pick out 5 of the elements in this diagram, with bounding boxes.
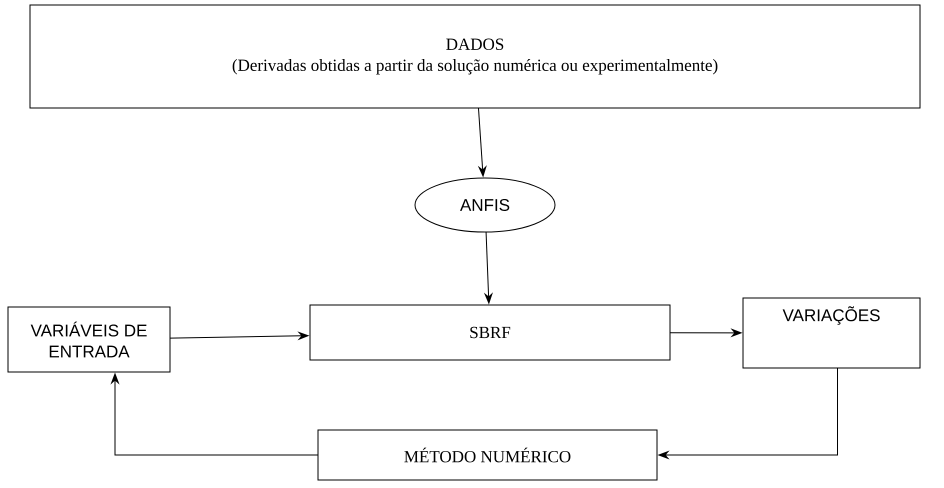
process-box: VARIÁVEIS DE ENTRADA [8, 306, 170, 372]
process-box: MÉTODO NUMÉRICO [318, 430, 658, 480]
process-box: VARIAÇÕES [742, 298, 920, 368]
process-box: SBRF [310, 304, 670, 360]
process-box: DADOS (Derivadas obtidas a partir da solução numérica ou experimentalmente) [30, 4, 920, 108]
